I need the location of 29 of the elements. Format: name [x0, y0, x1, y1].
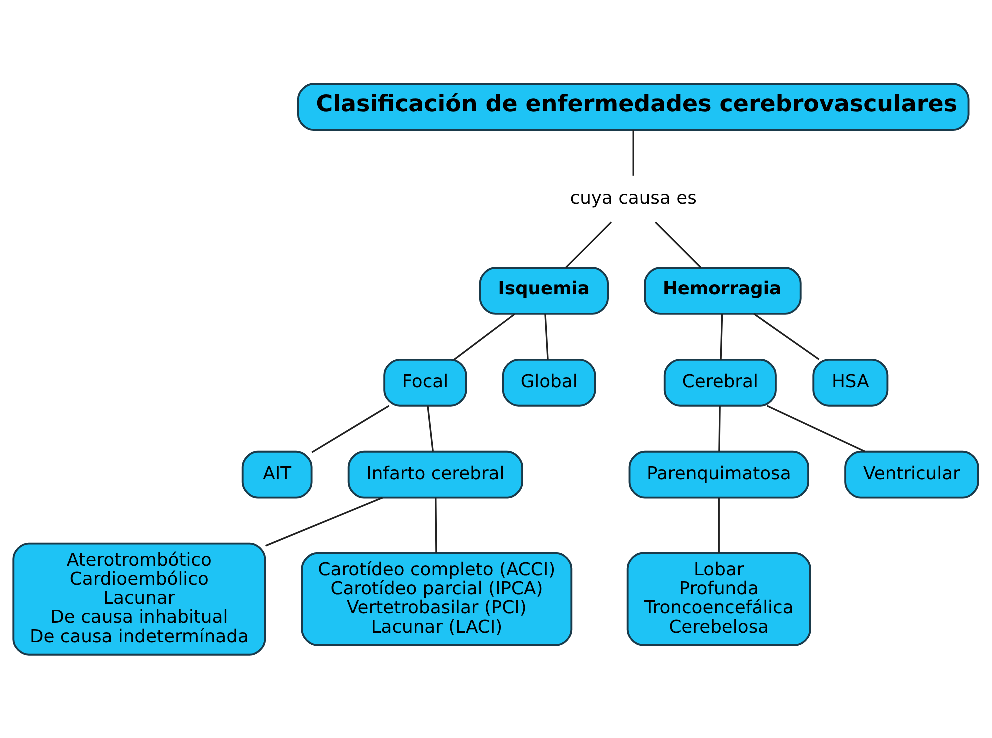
node-text: cuya causa es — [570, 187, 697, 208]
connector — [766, 404, 866, 452]
connector — [454, 313, 516, 360]
node-box: Hemorragia — [644, 266, 802, 314]
node-box: Infarto cerebral — [348, 450, 524, 498]
connector — [655, 221, 702, 268]
connector — [544, 314, 549, 360]
connector — [720, 314, 724, 360]
node-box: Clasificación de enfermedades cerebrovasculares — [297, 82, 970, 131]
node-box: AIT — [242, 450, 313, 498]
node-box: Global — [502, 358, 596, 406]
node-box: Cerebral — [664, 358, 777, 406]
node-box: Parenquimatosa — [628, 450, 810, 498]
connector — [632, 130, 634, 176]
connector — [718, 406, 721, 452]
node-box: Carotídeo completo (ACCI) Carotídeo parcial (IPCA) Vertetrobasilar (PCI) Lacunar (LACI) — [301, 552, 573, 646]
connector — [754, 312, 820, 360]
node-box: Focal — [384, 358, 468, 406]
connector — [435, 497, 438, 553]
node-box: HSA — [812, 358, 889, 406]
node-box: Isquemia — [479, 266, 609, 314]
connector — [312, 404, 390, 453]
node-box: Aterotrombótico Cardioembólico Lacunar De causa inhabitual De causa indetermínada — [12, 542, 266, 656]
node-box: Ventricular — [844, 450, 980, 498]
node-box: Lobar Profunda Troncoencefálica Cerebelosa — [626, 552, 812, 646]
connector — [565, 221, 612, 268]
connector — [265, 496, 384, 546]
connector — [427, 406, 434, 452]
connector — [718, 497, 720, 553]
